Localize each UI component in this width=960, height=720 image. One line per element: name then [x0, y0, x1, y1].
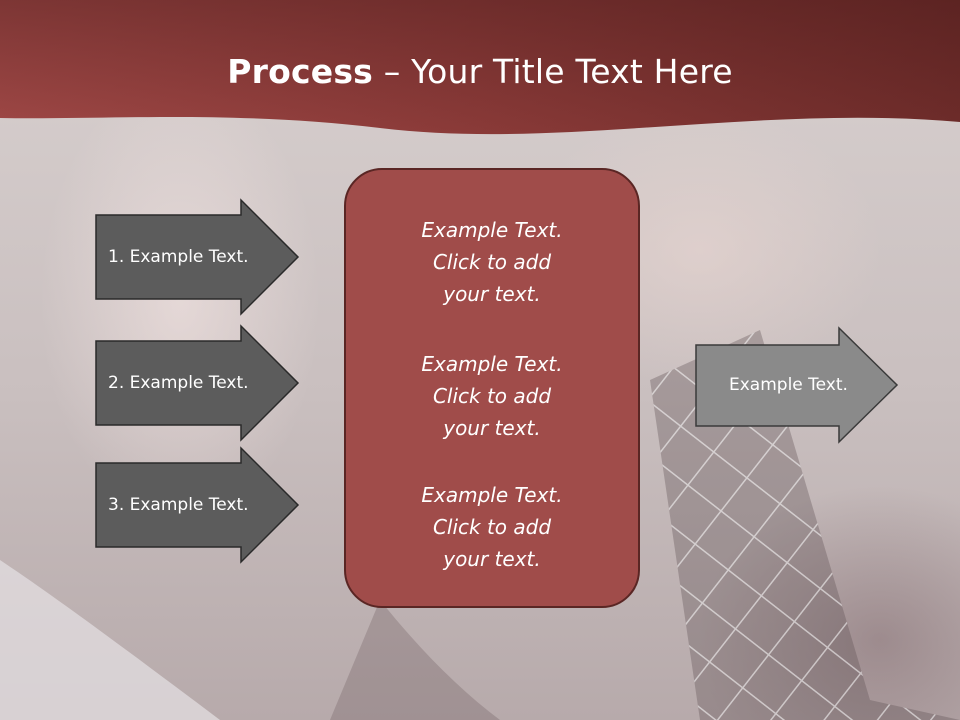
- title-bold: Process: [227, 52, 374, 91]
- slide-title[interactable]: Process – Your Title Text Here: [0, 52, 960, 91]
- center-line: Click to add: [432, 515, 552, 539]
- center-text-block-2: Example Text. Click to add your text.: [346, 348, 638, 444]
- center-text-block-3: Example Text. Click to add your text.: [346, 479, 638, 575]
- center-text-block-1: Example Text. Click to add your text.: [346, 214, 638, 310]
- step-arrow-label: 1. Example Text.: [108, 247, 249, 267]
- center-line: Click to add: [432, 384, 552, 408]
- step-arrow-label: 2. Example Text.: [108, 373, 249, 393]
- center-line: Example Text.: [421, 218, 563, 242]
- result-arrow-label: Example Text.: [729, 375, 848, 395]
- center-line: your text.: [443, 547, 541, 571]
- step-arrow-1[interactable]: 1. Example Text.: [95, 198, 300, 316]
- center-line: your text.: [443, 282, 541, 306]
- center-line: your text.: [443, 416, 541, 440]
- center-line: Example Text.: [421, 483, 563, 507]
- step-arrow-2[interactable]: 2. Example Text.: [95, 324, 300, 442]
- header-band: [0, 0, 960, 135]
- result-arrow[interactable]: Example Text.: [695, 326, 900, 444]
- center-text-box[interactable]: Example Text. Click to add your text. Ex…: [344, 168, 640, 608]
- step-arrow-3[interactable]: 3. Example Text.: [95, 446, 300, 564]
- center-line: Click to add: [432, 250, 552, 274]
- step-arrow-label: 3. Example Text.: [108, 495, 249, 515]
- title-rest: – Your Title Text Here: [373, 52, 733, 91]
- center-line: Example Text.: [421, 352, 563, 376]
